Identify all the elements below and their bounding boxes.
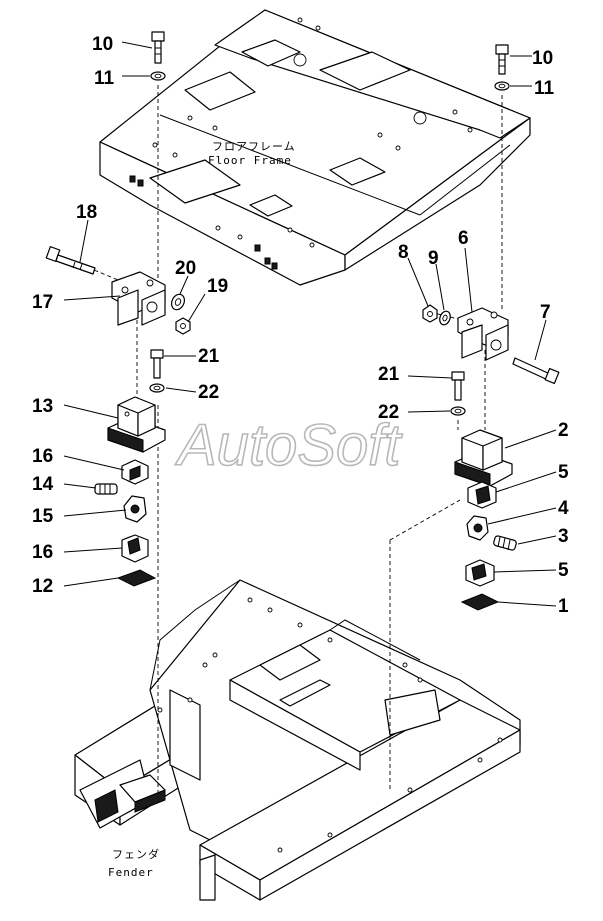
washer-11-left xyxy=(150,71,166,81)
cushion-5-bottom xyxy=(465,559,495,587)
callout-7: 7 xyxy=(540,302,551,323)
callout-1: 1 xyxy=(558,596,569,617)
leader-lines xyxy=(63,41,557,607)
floor-frame-caption-jp: フロアフレーム xyxy=(212,140,296,153)
callout-14: 14 xyxy=(32,474,54,495)
cushion-16-top xyxy=(121,459,149,485)
watermark: AutoSoft xyxy=(175,413,403,478)
cushion-5-top xyxy=(467,481,497,509)
nut-4 xyxy=(466,515,489,541)
bolt-21-right xyxy=(451,371,465,401)
plate-1 xyxy=(460,593,500,611)
callout-19: 19 xyxy=(207,276,228,297)
bolt-10-right xyxy=(495,44,509,75)
floor-frame xyxy=(99,9,531,286)
washer-11-right xyxy=(494,81,510,91)
callout-11-right: 11 xyxy=(534,78,555,99)
mount-bracket-17 xyxy=(111,271,166,326)
callout-17: 17 xyxy=(32,292,53,313)
fender-caption-en: Fender xyxy=(108,866,154,879)
floor-frame-caption-en: Floor Frame xyxy=(208,154,292,167)
bolt-21-left xyxy=(150,349,164,379)
callout-20: 20 xyxy=(175,258,196,279)
callout-21-left: 21 xyxy=(198,346,220,367)
callout-4: 4 xyxy=(558,498,569,519)
callout-11-left: 11 xyxy=(94,68,115,89)
nut-8 xyxy=(422,304,438,323)
callout-6: 6 xyxy=(458,228,469,249)
spring-3 xyxy=(493,535,517,551)
mount-bracket-6 xyxy=(457,307,509,361)
fender-frame xyxy=(74,579,521,901)
bolt-10-left xyxy=(151,31,165,64)
washer-22-left xyxy=(149,383,165,393)
nut-19 xyxy=(175,317,191,335)
callout-5-top: 5 xyxy=(558,462,569,483)
callout-22-right: 22 xyxy=(378,402,399,423)
spring-14 xyxy=(94,483,118,495)
bolt-7 xyxy=(512,357,560,385)
rubber-mount-2 xyxy=(454,429,513,487)
rubber-mount-13 xyxy=(107,396,166,453)
callout-21-right: 21 xyxy=(378,364,400,385)
callout-8: 8 xyxy=(398,242,409,263)
callout-16-bottom: 16 xyxy=(32,542,53,563)
plate-12 xyxy=(116,569,157,587)
cushion-16-bottom xyxy=(121,534,149,563)
callout-10-left: 10 xyxy=(92,34,113,55)
washer-22-right xyxy=(450,406,466,416)
nut-15 xyxy=(123,495,147,523)
fender-caption-jp: フェンダ xyxy=(112,847,160,861)
callout-18: 18 xyxy=(76,202,97,223)
callout-13: 13 xyxy=(32,396,53,417)
callout-3: 3 xyxy=(558,526,569,547)
callout-2: 2 xyxy=(558,420,569,441)
washer-20 xyxy=(170,293,186,311)
callout-16-top: 16 xyxy=(32,446,53,467)
callout-5-bottom: 5 xyxy=(558,560,569,581)
washer-9 xyxy=(439,310,451,326)
callout-9: 9 xyxy=(428,248,439,269)
bolt-18 xyxy=(45,246,96,275)
callout-12: 12 xyxy=(32,576,53,597)
callout-22-left: 22 xyxy=(198,382,219,403)
callout-15: 15 xyxy=(32,506,54,527)
callout-10-right: 10 xyxy=(532,48,553,69)
